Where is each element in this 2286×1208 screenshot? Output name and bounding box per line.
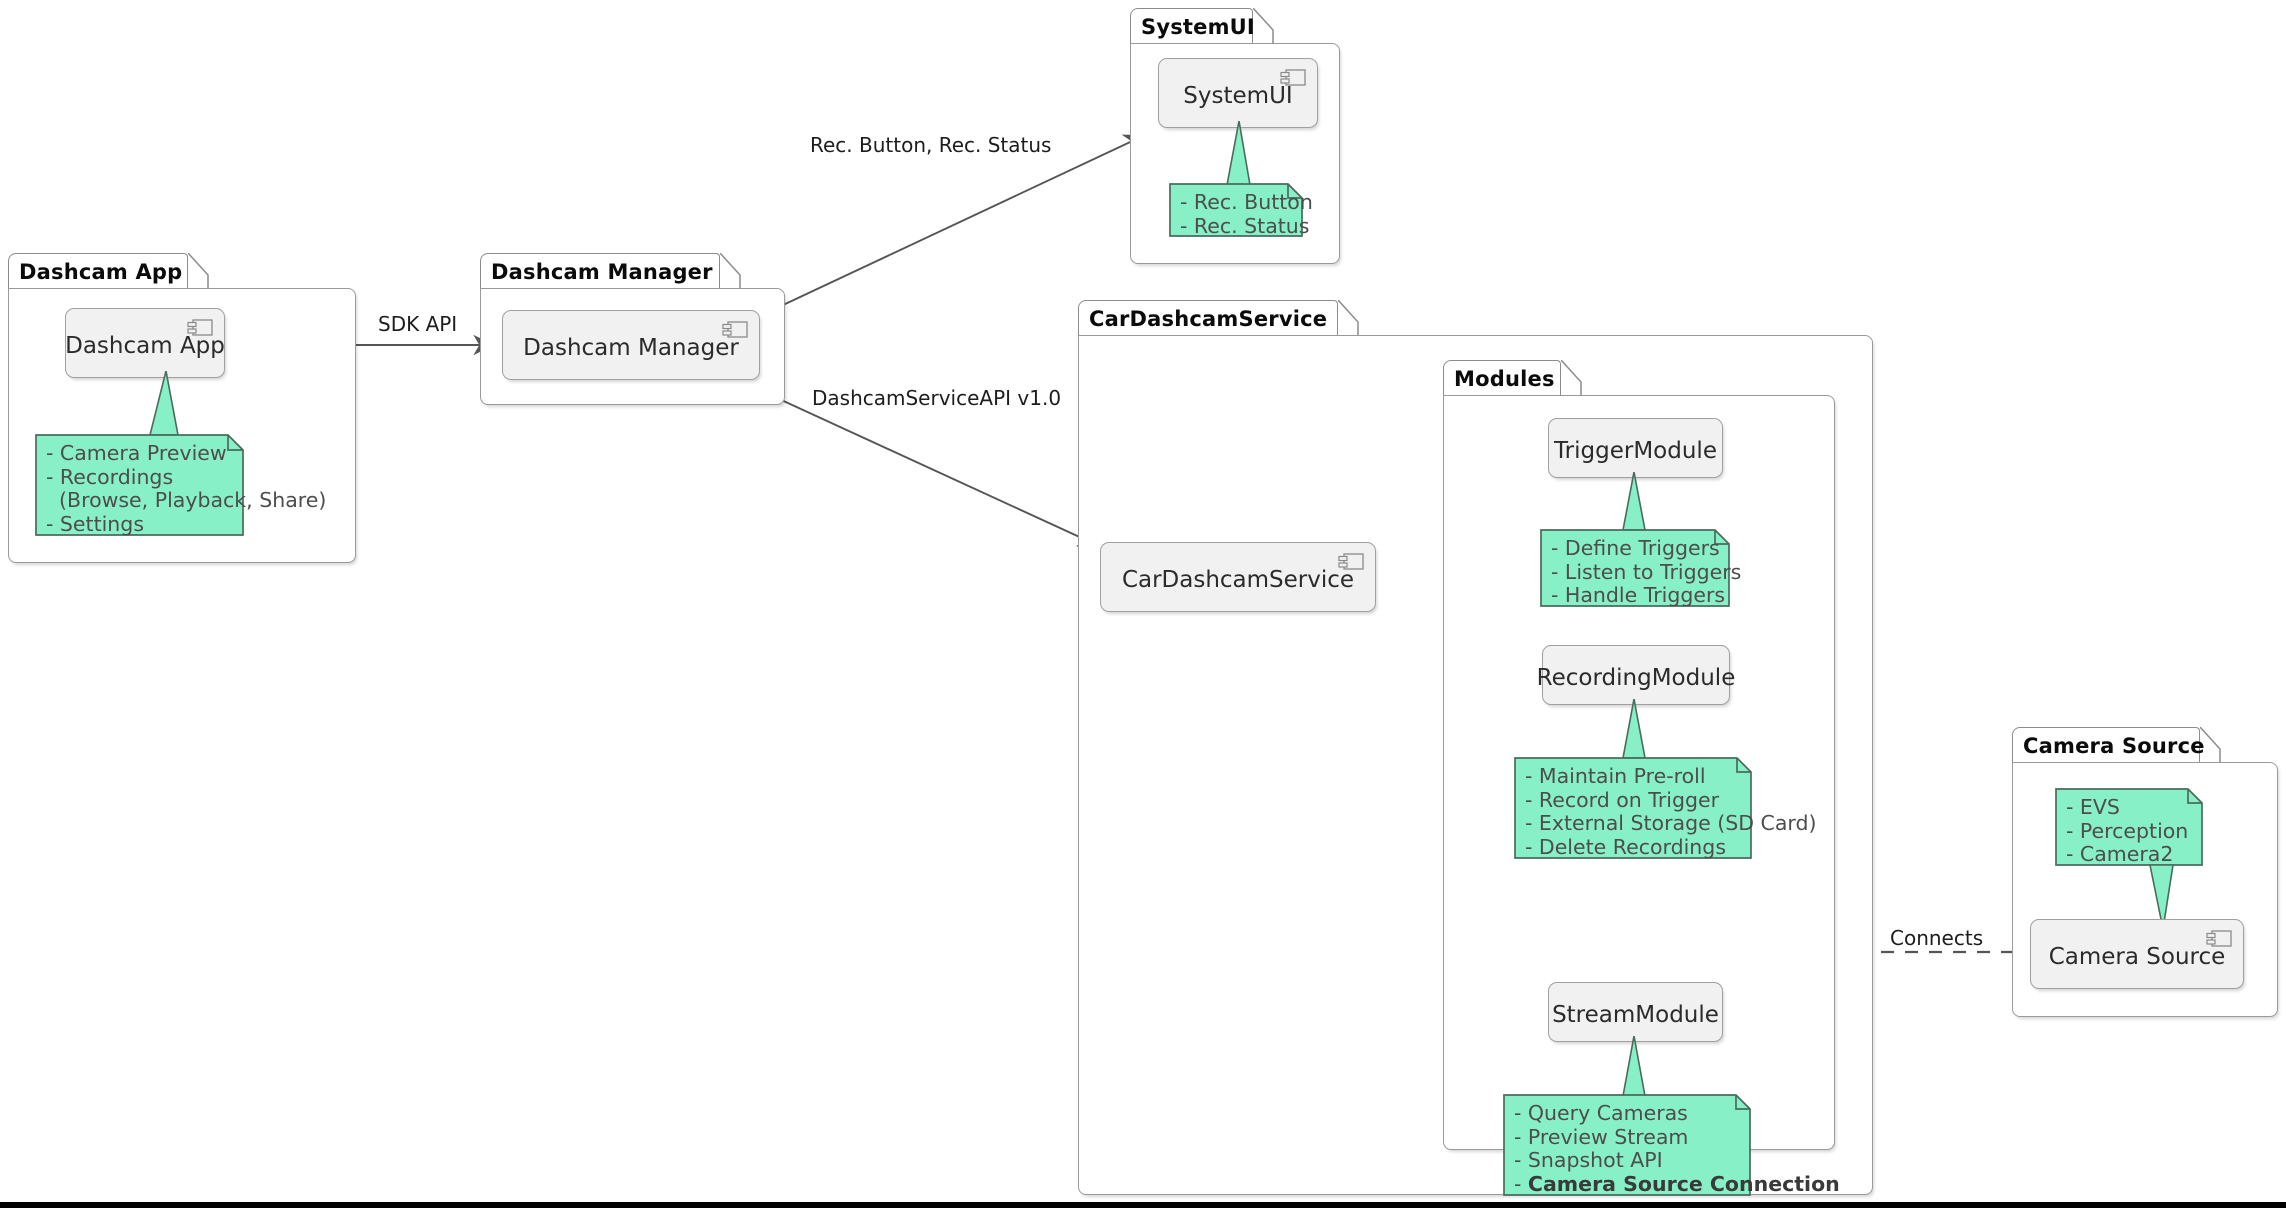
package-tab-slant <box>2200 727 2222 764</box>
component-icon <box>1338 553 1364 570</box>
component-icon <box>187 319 213 336</box>
package-tab-modules: Modules <box>1443 360 1561 396</box>
note-text: - Query Cameras - Preview Stream - Snaps… <box>1500 1091 1840 1206</box>
package-system-ui: SystemUI SystemUI - Rec. Button - Rec. S… <box>1130 8 1340 264</box>
note-system-ui: - Rec. Button - Rec. Status <box>1166 180 1313 240</box>
note-tail-camera-source <box>2149 864 2174 930</box>
note-line-2: - Snapshot API <box>1514 1148 1663 1172</box>
bottom-bar <box>0 1202 2286 1208</box>
note-text: - Rec. Button - Rec. Status <box>1180 190 1313 238</box>
component-label: TriggerModule <box>1554 438 1717 464</box>
package-tab-dashcam-app: Dashcam App <box>8 253 188 289</box>
note-shape <box>1514 757 1752 859</box>
note-text: - EVS - Perception - Camera2 <box>2066 795 2189 866</box>
package-car-dashcam-service: CarDashcamService CarDashcamService Modu… <box>1078 300 1873 1196</box>
note-dashcam-app: - Camera Preview - Recordings (Browse, P… <box>32 431 326 539</box>
component-dashcam-app[interactable]: Dashcam App <box>65 308 225 378</box>
component-label: Dashcam App <box>65 333 225 359</box>
component-icon <box>722 321 748 338</box>
package-tab-slant <box>1338 300 1360 337</box>
component-recording-module[interactable]: RecordingModule <box>1537 645 1735 705</box>
note-trigger-module: - Define Triggers - Listen to Triggers -… <box>1537 526 1741 610</box>
package-modules: Modules TriggerModule - Define Triggers … <box>1443 360 1840 1196</box>
component-label: StreamModule <box>1552 1002 1719 1028</box>
package-title: SystemUI <box>1141 14 1255 39</box>
package-title: Camera Source <box>2023 733 2205 758</box>
component-label: CarDashcamService <box>1121 567 1355 593</box>
package-tab-dashcam-manager: Dashcam Manager <box>480 253 720 289</box>
component-label: SystemUI <box>1183 83 1293 109</box>
component-label: Camera Source <box>2048 944 2226 970</box>
note-line-0: - Query Cameras <box>1514 1101 1688 1125</box>
edge-label-connects: Connects <box>1890 926 1984 950</box>
component-icon <box>2206 930 2232 947</box>
note-shape <box>1540 529 1730 607</box>
component-icon <box>1280 69 1306 86</box>
package-tab-camera-source: Camera Source <box>2012 727 2205 763</box>
package-tab-slant <box>188 253 210 290</box>
package-title: Dashcam App <box>19 259 183 284</box>
package-title: Dashcam Manager <box>491 259 713 284</box>
edge-label-rec-signals: Rec. Button, Rec. Status <box>810 133 1052 157</box>
note-shape <box>1169 183 1303 237</box>
note-text: - Define Triggers - Listen to Triggers -… <box>1551 536 1742 607</box>
note-line-1: - Preview Stream <box>1514 1124 1689 1149</box>
package-tab-slant <box>1253 8 1275 45</box>
edge-label-service-api: DashcamServiceAPI v1.0 <box>812 386 1062 410</box>
component-label: RecordingModule <box>1536 665 1736 691</box>
package-tab-slant <box>1561 360 1583 397</box>
component-car-dashcam-service[interactable]: CarDashcamService <box>1100 542 1376 612</box>
package-title: CarDashcamService <box>1089 306 1328 331</box>
note-camera-source: - EVS - Perception - Camera2 <box>2052 785 2206 869</box>
component-dashcam-manager[interactable]: Dashcam Manager <box>502 310 760 380</box>
note-shape <box>1503 1094 1751 1196</box>
package-tab-car-dashcam-service: CarDashcamService <box>1078 300 1338 336</box>
edge-rec-signals <box>765 136 1143 314</box>
component-trigger-module[interactable]: TriggerModule <box>1548 418 1723 478</box>
note-text: - Maintain Pre-roll - Record on Trigger … <box>1525 764 1816 859</box>
note-shape <box>2055 788 2203 866</box>
component-label: Dashcam Manager <box>523 335 739 361</box>
note-line-3-prefix: - <box>1514 1171 1528 1196</box>
edge-label-sdk-api: SDK API <box>378 312 458 336</box>
note-shape <box>35 434 244 536</box>
package-tab-system-ui: SystemUI <box>1130 8 1255 44</box>
note-line-3-bold: Camera Source Connection <box>1527 1171 1840 1196</box>
package-title: Modules <box>1454 366 1555 391</box>
component-camera-source[interactable]: Camera Source <box>2030 919 2244 989</box>
component-system-ui[interactable]: SystemUI <box>1158 58 1318 128</box>
note-recording-module: - Maintain Pre-roll - Record on Trigger … <box>1511 754 1816 862</box>
note-text: - Camera Preview - Recordings (Browse, P… <box>46 441 326 536</box>
component-stream-module[interactable]: StreamModule <box>1548 982 1723 1042</box>
package-tab-slant <box>720 253 742 290</box>
package-dashcam-app: Dashcam App Dashcam App - Camera Previ <box>8 253 356 563</box>
package-camera-source: Camera Source - EVS - Perception - Camer… <box>2012 727 2278 1017</box>
package-dashcam-manager: Dashcam Manager Dashcam Manager <box>480 253 785 405</box>
note-stream-module: - Query Cameras - Preview Stream - Snaps… <box>1500 1091 1840 1199</box>
edge-service-api <box>776 397 1097 545</box>
